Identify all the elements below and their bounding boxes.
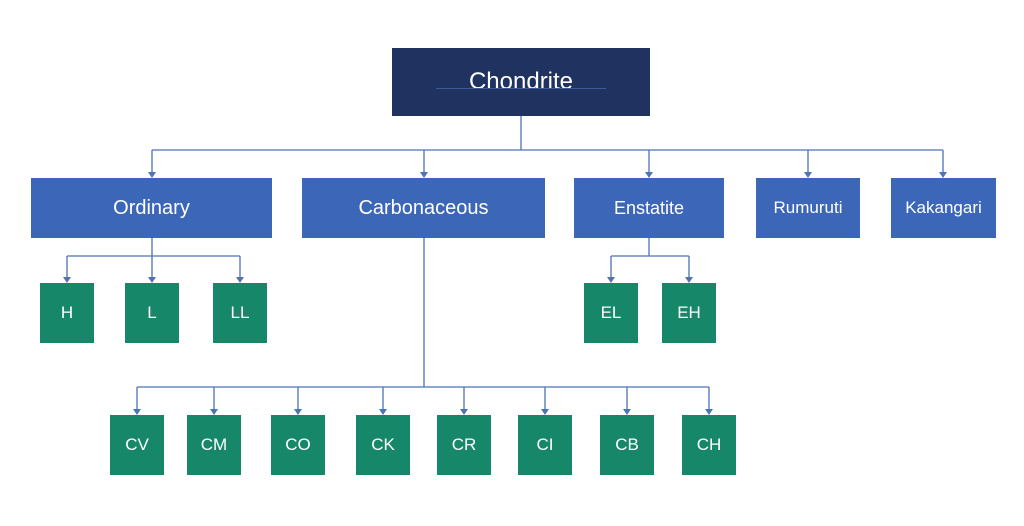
- arrowhead: [541, 409, 549, 415]
- arrowhead: [294, 409, 302, 415]
- arrowhead: [210, 409, 218, 415]
- node-enstatite: Enstatite: [574, 178, 724, 238]
- node-cb: CB: [600, 415, 654, 475]
- arrowhead: [148, 172, 156, 178]
- arrowhead: [939, 172, 947, 178]
- node-ch: CH: [682, 415, 736, 475]
- node-ci: CI: [518, 415, 572, 475]
- arrowhead: [63, 277, 71, 283]
- node-co: CO: [271, 415, 325, 475]
- node-cv: CV: [110, 415, 164, 475]
- node-label: LL: [230, 303, 250, 322]
- node-cr: CR: [437, 415, 491, 475]
- node-label: Kakangari: [905, 198, 982, 217]
- node-l: L: [125, 283, 179, 343]
- node-label: H: [60, 303, 74, 322]
- node-label: CI: [536, 435, 554, 454]
- node-label: L: [147, 303, 157, 322]
- node-label: Carbonaceous: [358, 196, 489, 219]
- arrowhead: [645, 172, 653, 178]
- node-carbonaceous: Carbonaceous: [302, 178, 545, 238]
- node-label: Chondrite: [468, 68, 574, 95]
- arrowhead: [133, 409, 141, 415]
- node-label: CO: [285, 435, 311, 454]
- arrowhead: [607, 277, 615, 283]
- arrowhead: [705, 409, 713, 415]
- node-chondrite: Chondrite: [392, 48, 650, 116]
- node-label: CH: [696, 435, 722, 454]
- arrowhead: [236, 277, 244, 283]
- node-label: EL: [600, 303, 622, 322]
- node-label: CM: [200, 435, 228, 454]
- node-label: Rumuruti: [773, 198, 843, 217]
- node-label: CV: [125, 435, 149, 454]
- arrowhead: [685, 277, 693, 283]
- arrowhead: [420, 172, 428, 178]
- node-label: CK: [371, 435, 395, 454]
- node-ck: CK: [356, 415, 410, 475]
- arrowhead: [379, 409, 387, 415]
- node-label: CR: [451, 435, 477, 454]
- node-h: H: [40, 283, 94, 343]
- arrowhead: [623, 409, 631, 415]
- node-label: Enstatite: [613, 197, 685, 218]
- node-label: CB: [615, 435, 639, 454]
- title-underline: [436, 88, 606, 89]
- node-el: EL: [584, 283, 638, 343]
- arrowhead: [148, 277, 156, 283]
- node-label: Ordinary: [113, 196, 190, 219]
- node-label: EH: [677, 303, 701, 322]
- node-ordinary: Ordinary: [31, 178, 272, 238]
- node-rumuruti: Rumuruti: [756, 178, 860, 238]
- node-eh: EH: [662, 283, 716, 343]
- arrowhead: [804, 172, 812, 178]
- node-ll: LL: [213, 283, 267, 343]
- arrowhead: [460, 409, 468, 415]
- node-cm: CM: [187, 415, 241, 475]
- node-kakangari: Kakangari: [891, 178, 996, 238]
